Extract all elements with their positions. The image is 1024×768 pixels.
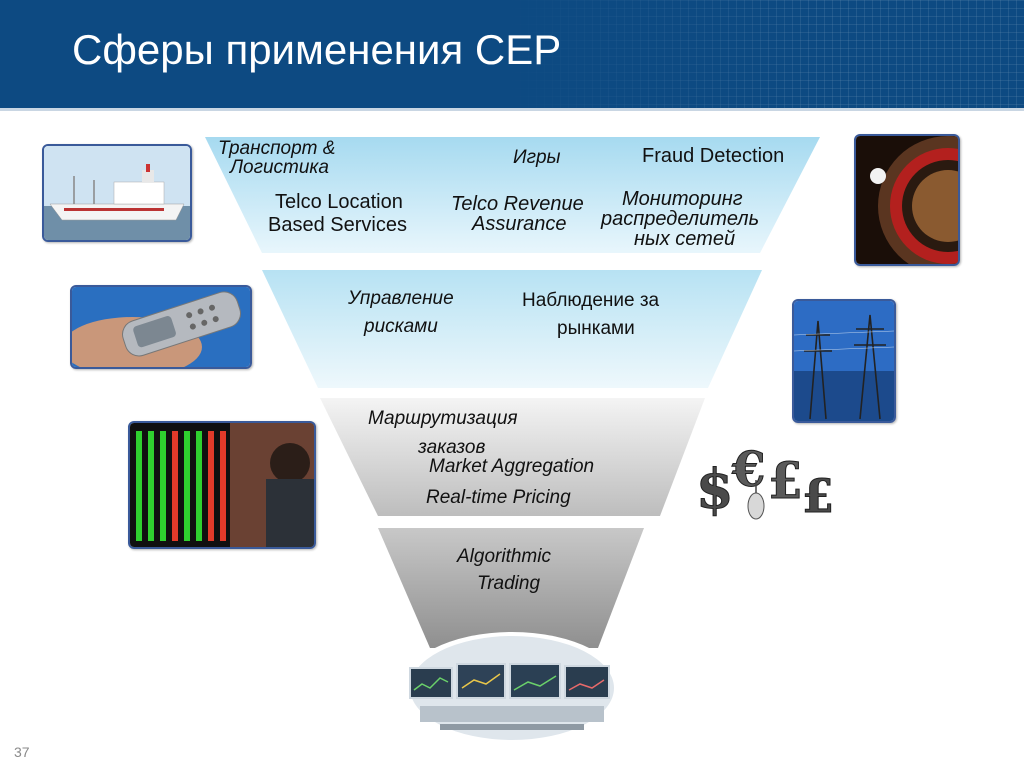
- label-risk-1: Управление: [348, 288, 454, 309]
- label-risk-2: рисками: [364, 316, 438, 337]
- label-telco-location-1: Telco Location: [275, 191, 403, 213]
- label-algorithmic: Algorithmic: [457, 546, 551, 567]
- svg-text:£: £: [768, 451, 803, 510]
- label-telco-revenue-2: Assurance: [472, 213, 567, 235]
- roulette-image: [854, 134, 960, 266]
- label-games: Игры: [513, 147, 561, 168]
- label-logistics: Логистика: [230, 157, 329, 178]
- currency-symbols-image: $ € £ £: [696, 432, 846, 524]
- mobile-phone-image: [70, 285, 252, 369]
- label-monitoring-2: распределитель: [601, 208, 760, 230]
- funnel-tier-4: [378, 528, 644, 648]
- stock-board-image: [128, 421, 316, 549]
- slide-header: Сферы применения CEP: [0, 0, 1024, 108]
- trading-room-image: [400, 632, 624, 748]
- label-market-watch-2: рынками: [557, 318, 635, 339]
- label-routing-2: заказов: [418, 437, 486, 458]
- svg-text:£: £: [802, 469, 834, 523]
- label-fraud-detection: Fraud Detection: [642, 145, 785, 167]
- label-routing-1: Маршрутизация: [368, 408, 518, 429]
- svg-text:€: €: [731, 442, 765, 498]
- header-divider: [0, 108, 1024, 111]
- label-telco-location-2: Based Services: [268, 214, 407, 236]
- page-number: 37: [14, 744, 30, 760]
- label-market-watch-1: Наблюдение за: [522, 290, 660, 311]
- label-market-aggregation: Market Aggregation: [429, 456, 595, 477]
- ship-image: [42, 144, 192, 242]
- funnel-tier-2: [262, 270, 762, 388]
- funnel-tier-1: [205, 137, 820, 253]
- label-realtime-pricing: Real-time Pricing: [426, 487, 571, 508]
- power-lines-image: [792, 299, 896, 423]
- svg-text:$: $: [696, 457, 734, 521]
- label-trading: Trading: [477, 573, 541, 594]
- label-monitoring-1: Мониторинг: [622, 188, 743, 210]
- label-telco-revenue-1: Telco Revenue: [451, 193, 584, 215]
- funnel-tier-3: [320, 398, 705, 516]
- label-transport: Транспорт &: [218, 138, 336, 159]
- slide-title: Сферы применения CEP: [72, 26, 562, 73]
- header-grid-pattern: [504, 0, 1024, 108]
- label-monitoring-3: ных сетей: [634, 228, 736, 250]
